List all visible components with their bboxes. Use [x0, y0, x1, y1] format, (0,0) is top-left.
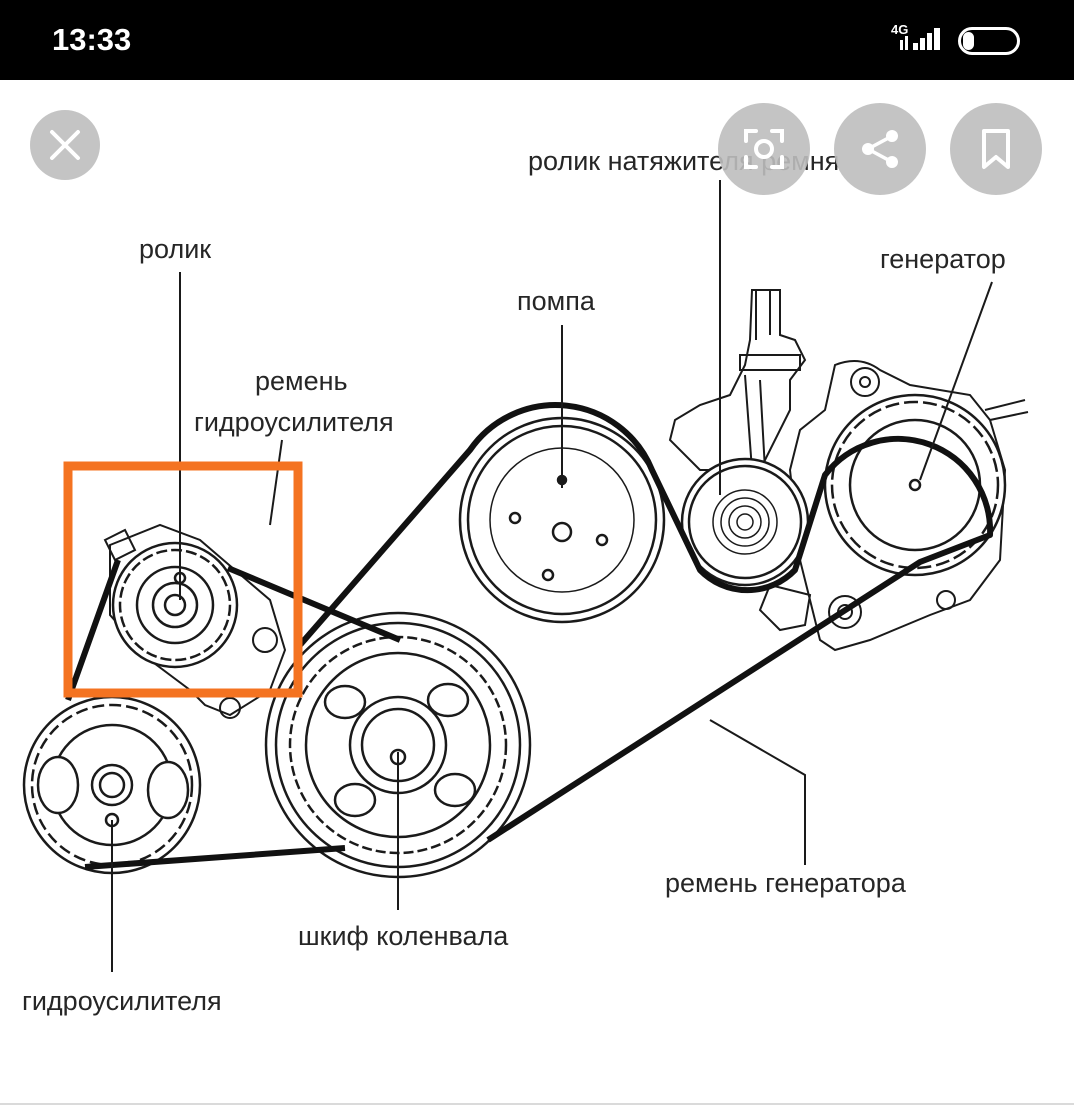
tensioner-bracket [668, 289, 807, 471]
status-time: 13:33 [52, 22, 132, 57]
close-icon [50, 130, 80, 160]
network-type: 4G [891, 22, 909, 37]
label-alternator: генератор [880, 244, 1006, 274]
power-steering-belt [65, 558, 402, 870]
battery-percent: 22 [978, 31, 1000, 51]
lens-button[interactable] [718, 103, 810, 195]
bookmark-button[interactable] [950, 103, 1042, 195]
battery-level [963, 32, 974, 50]
belt-diagram: ролик натяжителя ремня ролик генератор п… [22, 146, 1029, 1016]
status-bar: 13:33 4G 22 [0, 0, 1074, 80]
bottom-divider [0, 1103, 1074, 1105]
label-roller: ролик [139, 234, 211, 264]
signal-icon [900, 28, 940, 50]
label-pump: помпа [517, 286, 596, 316]
power-steering-pulley [22, 695, 202, 875]
label-crank: шкиф коленвала [298, 921, 509, 951]
share-icon [862, 130, 898, 168]
idler-roller [111, 541, 239, 669]
bookmark-icon [982, 129, 1010, 169]
lens-icon [744, 129, 784, 169]
label-alt-belt: ремень генератора [665, 868, 907, 898]
battery-icon: 22 [958, 27, 1020, 55]
alternator-belt [297, 402, 994, 843]
label-ps-pump: гидроусилителя [22, 986, 222, 1016]
alternator-housing [758, 360, 1029, 652]
close-button[interactable] [30, 110, 100, 180]
alternator-pulley [823, 393, 1007, 577]
highlight-box [63, 461, 303, 698]
share-button[interactable] [834, 103, 926, 195]
label-ps-belt-line1: ремень [255, 366, 348, 396]
label-ps-belt-line2: гидроусилителя [194, 407, 394, 437]
